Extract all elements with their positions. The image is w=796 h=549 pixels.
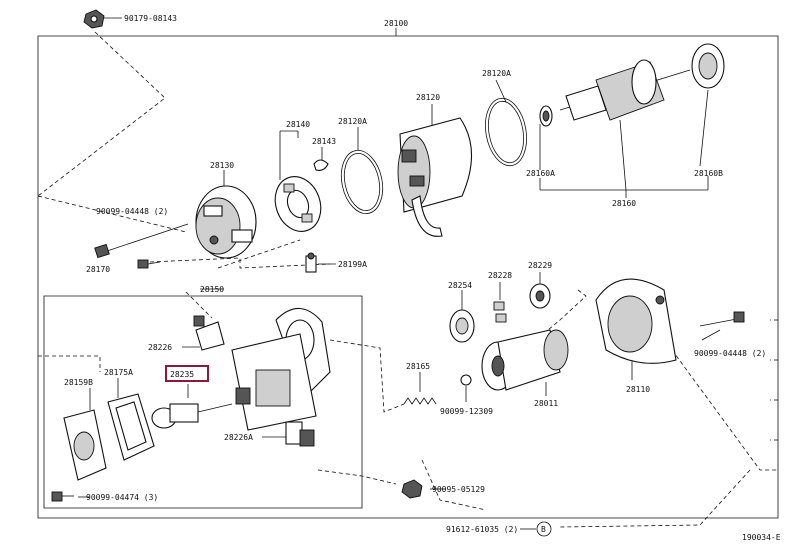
assembly-frame xyxy=(37,35,779,519)
label-28150: 28150 xyxy=(200,285,224,294)
oring-28120a-top-part xyxy=(485,97,527,167)
label-28170: 28170 xyxy=(86,265,110,274)
alignment-dashes xyxy=(37,31,778,528)
label-28254: 28254 xyxy=(448,281,472,290)
screw-28170-part xyxy=(137,259,161,269)
yoke-28120-part xyxy=(397,117,473,237)
clutch-28011-part xyxy=(481,329,569,391)
label-91612-61035: 91612-61035 (2) xyxy=(446,525,518,534)
label-28226: 28226 xyxy=(148,343,172,352)
label-28110: 28110 xyxy=(626,385,650,394)
label-28199a: 28199A xyxy=(338,260,367,269)
terminal-28226a-part xyxy=(285,421,315,447)
pin-28199a-part xyxy=(305,252,317,273)
gasket-28175a-part xyxy=(107,393,155,461)
oring-inner-mid xyxy=(343,153,381,211)
callout-b-label: B xyxy=(541,525,546,534)
label-90099-04474: 90099-04474 (3) xyxy=(86,493,158,502)
subassembly-frame xyxy=(43,295,363,509)
housing-28110-part xyxy=(595,278,677,364)
callout-b-circle xyxy=(536,521,552,537)
terminal-28226-part xyxy=(193,315,225,351)
oring-28120a-mid-part xyxy=(340,150,384,214)
label-28140: 28140 xyxy=(286,120,310,129)
label-28229: 28229 xyxy=(528,261,552,270)
brush-holder-28140-part xyxy=(274,176,322,232)
armature-28160-part xyxy=(559,59,691,121)
label-90095-05129: 90095-05129 xyxy=(432,485,485,494)
diagram-id-label: 190034-E xyxy=(742,533,781,542)
through-bolt-right-part xyxy=(699,311,745,327)
label-28159b: 28159B xyxy=(64,378,93,387)
label-90099-12309: 90099-12309 xyxy=(440,407,493,416)
label-90099-04448-left: 90099-04448 (2) xyxy=(96,207,168,216)
label-28226a: 28226A xyxy=(224,433,253,442)
label-28120a-mid: 28120A xyxy=(338,117,367,126)
label-28228: 28228 xyxy=(488,271,512,280)
label-28165: 28165 xyxy=(406,362,430,371)
label-28143: 28143 xyxy=(312,137,336,146)
retainer-28228-part xyxy=(493,301,507,323)
bearing-28160b-part xyxy=(691,43,725,89)
clutch-28229-part xyxy=(529,283,551,309)
cover-28159b-part xyxy=(63,409,107,481)
label-28130: 28130 xyxy=(210,161,234,170)
label-28011: 28011 xyxy=(534,399,558,408)
label-28175a: 28175A xyxy=(104,368,133,377)
oring-inner-top xyxy=(488,100,524,164)
label-28160b: 28160B xyxy=(694,169,723,178)
switch-housing-28150-part xyxy=(231,307,331,431)
label-28100: 28100 xyxy=(384,19,408,28)
leader-lines xyxy=(78,17,721,530)
highlight-box-28235 xyxy=(165,365,209,382)
label-90099-04448-right: 90099-04448 (2) xyxy=(694,349,766,358)
label-28160a: 28160A xyxy=(526,169,555,178)
label-28160: 28160 xyxy=(612,199,636,208)
plunger-28235-part xyxy=(151,403,233,429)
end-frame-28130-part xyxy=(195,185,257,259)
ball-90099-12309-part xyxy=(460,374,472,386)
label-28120: 28120 xyxy=(416,93,440,102)
label-90179-08143: 90179-08143 xyxy=(124,14,177,23)
nut-90095-05129-part xyxy=(401,479,423,499)
spring-28165-part xyxy=(403,397,437,405)
label-28120a-top: 28120A xyxy=(482,69,511,78)
clip-28143-part xyxy=(313,159,329,171)
label-28235: 28235 xyxy=(170,370,194,379)
bearing-28160a-part xyxy=(539,105,553,127)
screw-90099-04474-part xyxy=(51,491,74,502)
nut-90179-08143-part xyxy=(83,9,105,29)
gear-28254-part xyxy=(449,309,475,343)
through-bolt-left-part xyxy=(94,223,189,259)
